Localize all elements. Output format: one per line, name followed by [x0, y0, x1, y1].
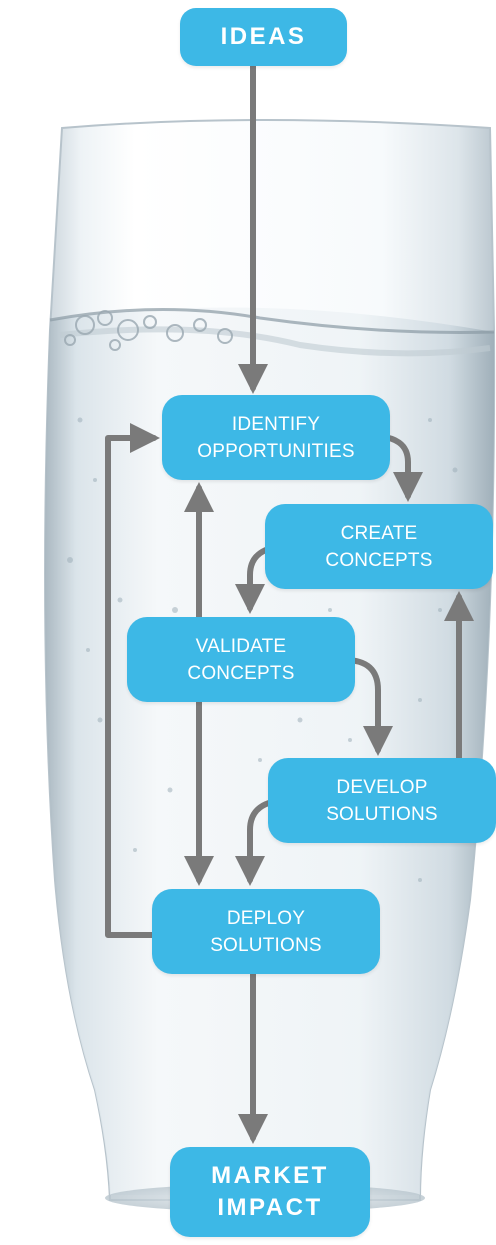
node-identify-line2: OPPORTUNITIES — [197, 440, 355, 462]
node-develop-label: DEVELOP SOLUTIONS — [326, 774, 438, 828]
node-deploy-solutions: DEPLOY SOLUTIONS — [152, 889, 380, 974]
node-create-concepts: CREATE CONCEPTS — [265, 504, 493, 589]
node-develop-line1: DEVELOP — [336, 776, 428, 798]
node-create-line2: CONCEPTS — [325, 549, 433, 571]
node-identify-opportunities: IDENTIFY OPPORTUNITIES — [162, 395, 390, 480]
node-validate-concepts: VALIDATE CONCEPTS — [127, 617, 355, 702]
node-deploy-line2: SOLUTIONS — [210, 934, 322, 956]
node-identify-line1: IDENTIFY — [231, 413, 321, 435]
node-deploy-label: DEPLOY SOLUTIONS — [210, 905, 322, 959]
node-identify-label: IDENTIFY OPPORTUNITIES — [197, 411, 354, 465]
node-ideas: IDEAS — [180, 8, 347, 66]
node-create-line1: CREATE — [340, 522, 418, 544]
node-market-line2: IMPACT — [217, 1194, 323, 1221]
node-develop-line2: SOLUTIONS — [326, 803, 438, 825]
node-deploy-line1: DEPLOY — [226, 907, 306, 929]
arrow-deploy-to-identify — [105, 423, 160, 938]
node-validate-label: VALIDATE CONCEPTS — [187, 633, 294, 687]
node-develop-solutions: DEVELOP SOLUTIONS — [268, 758, 496, 843]
node-create-label: CREATE CONCEPTS — [325, 520, 432, 574]
node-validate-line2: CONCEPTS — [187, 662, 295, 684]
node-market-label: MARKET IMPACT — [211, 1160, 329, 1224]
node-market-impact: MARKET IMPACT — [170, 1147, 370, 1237]
node-ideas-line1: IDEAS — [220, 23, 307, 50]
node-ideas-label: IDEAS — [221, 21, 307, 53]
node-market-line1: MARKET — [211, 1162, 329, 1189]
node-validate-line1: VALIDATE — [195, 635, 287, 657]
